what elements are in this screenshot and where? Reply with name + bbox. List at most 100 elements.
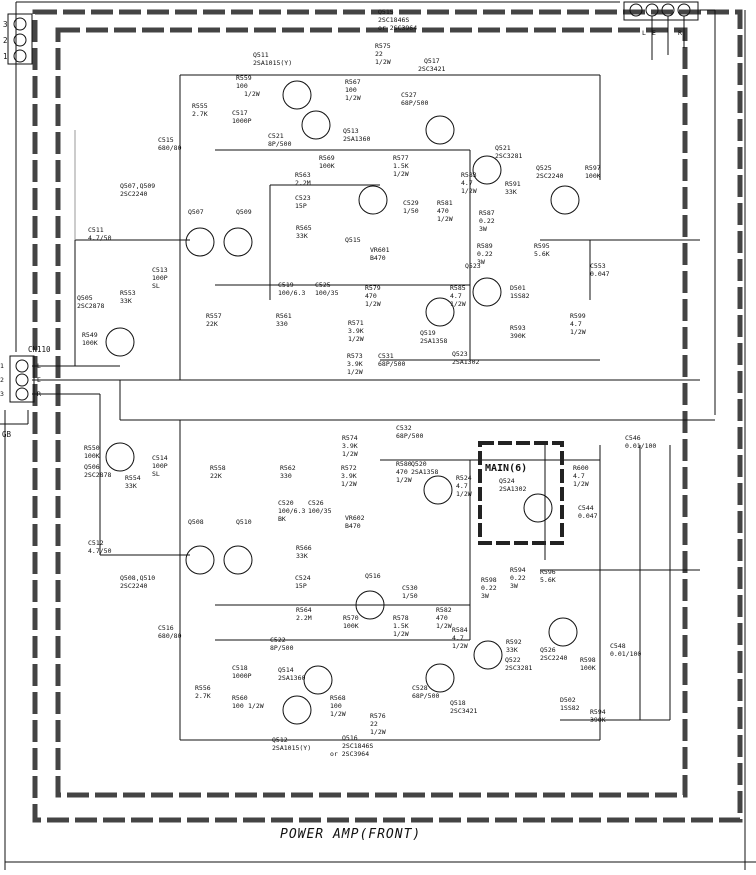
component-label: R596	[540, 568, 556, 576]
component-label: 1.5K	[393, 162, 409, 170]
component-label: C544	[578, 504, 594, 512]
component-label: or 2SC3964	[378, 24, 417, 32]
component-label: Q514	[278, 666, 294, 674]
component-label: R568	[330, 694, 346, 702]
component-label: 1/2W	[437, 215, 453, 223]
component-label: R594	[590, 708, 606, 716]
component-label: R555	[192, 102, 208, 110]
component-label: 390K	[590, 716, 606, 724]
component-label: R563	[295, 171, 311, 179]
component-label: C548	[610, 642, 626, 650]
component-label: 0.047	[590, 270, 610, 278]
component-label: Q505	[77, 294, 93, 302]
component-label: Q509	[236, 208, 252, 216]
component-label: 2SA1015(Y)	[272, 744, 311, 752]
component-label: Q525	[536, 164, 552, 172]
component-label: 470	[437, 207, 449, 215]
component-label: 2SC3281	[495, 152, 522, 160]
component-label: C525	[315, 281, 331, 289]
component-label: 2SA1302	[452, 358, 479, 366]
component-label: SL	[152, 282, 160, 290]
component-label: R580	[396, 460, 412, 468]
component-label: Q515	[345, 236, 361, 244]
component-label: 470	[436, 614, 448, 622]
component-label: R587	[479, 209, 495, 217]
component-label: 100	[232, 702, 244, 710]
component-label: R581	[437, 199, 453, 207]
component-label: 1/2W	[573, 480, 589, 488]
component-label: 1/2W	[341, 480, 357, 488]
component-label: Q521	[495, 144, 511, 152]
component-label: 4.7	[573, 472, 585, 480]
component-label: Q511	[253, 51, 269, 59]
component-label: Q516	[365, 572, 381, 580]
component-label: 1/2W	[244, 90, 260, 98]
component-label: Q516	[342, 734, 358, 742]
component-label: R592	[506, 638, 522, 646]
component-label: 1/2W	[342, 450, 358, 458]
component-label: Q522	[505, 656, 521, 664]
component-label: 3W	[481, 592, 489, 600]
component-label: 1/50	[402, 592, 418, 600]
component-label: 3W	[477, 258, 485, 266]
component-label: 2SA1358	[420, 337, 447, 345]
component-label: R562	[280, 464, 296, 472]
connector-cn110: CN110 1 2 3 L E R GB	[0, 345, 51, 439]
component-label: R549	[82, 331, 98, 339]
component-label: R569	[319, 154, 335, 162]
component-label: 0.22	[479, 217, 495, 225]
component-label: R584	[452, 626, 468, 634]
board-outline	[4, 1, 756, 870]
component-label: C521	[268, 132, 284, 140]
component-label: 1/2W	[348, 335, 364, 343]
component-label: C546	[625, 434, 641, 442]
transistors	[105, 80, 580, 725]
component-label: 100K	[319, 162, 335, 170]
component-label: 2SC2240	[120, 582, 147, 590]
component-label: R578	[393, 614, 409, 622]
component-label: C523	[295, 194, 311, 202]
component-label: R567	[345, 78, 361, 86]
component-label: R557	[206, 312, 222, 320]
component-label: 1/2W	[461, 187, 477, 195]
component-label: R564	[296, 606, 312, 614]
component-label: 4.7	[450, 292, 462, 300]
board-ref: GB	[2, 430, 12, 439]
component-label: 1/2W	[370, 728, 386, 736]
component-label: R566	[296, 544, 312, 552]
footer-title: POWER AMP(FRONT)	[280, 827, 421, 842]
tr-pin-r: R	[678, 29, 682, 37]
component-label: 4.7	[570, 320, 582, 328]
component-label: 2SC3421	[450, 707, 477, 715]
component-label: 33K	[120, 297, 132, 305]
component-label: 680/80	[158, 144, 182, 152]
component-label: C526	[308, 499, 324, 507]
component-label: R524	[456, 474, 472, 482]
main-block-label: MAIN(6)	[485, 463, 527, 474]
component-label: R575	[375, 42, 391, 50]
component-label: 1/2W	[570, 328, 586, 336]
component-label: 2SC3421	[418, 65, 445, 73]
component-label: 8P/500	[268, 140, 292, 148]
component-label: Q517	[424, 57, 440, 65]
component-label: 2SC1846S	[378, 16, 409, 24]
component-label: 3.9K	[348, 327, 364, 335]
component-label: R599	[570, 312, 586, 320]
component-label: 0.047	[578, 512, 598, 520]
component-label: R591	[505, 180, 521, 188]
component-label: 2SC2240	[536, 172, 563, 180]
component-label: 2SA1360	[278, 674, 305, 682]
component-label: 2.2M	[296, 614, 312, 622]
component-label: 1000P	[232, 672, 252, 680]
component-label: 1/2W	[248, 702, 264, 710]
component-label: 33K	[296, 552, 308, 560]
component-label: Q524	[499, 477, 515, 485]
component-label: Q523	[452, 350, 468, 358]
tr-pin-l: L	[642, 29, 646, 37]
component-label: 100K	[580, 664, 596, 672]
component-label: 8P/500	[270, 644, 294, 652]
component-label: 390K	[510, 332, 526, 340]
component-label: 1/2W	[452, 642, 468, 650]
component-label: 1SS82	[560, 704, 580, 712]
